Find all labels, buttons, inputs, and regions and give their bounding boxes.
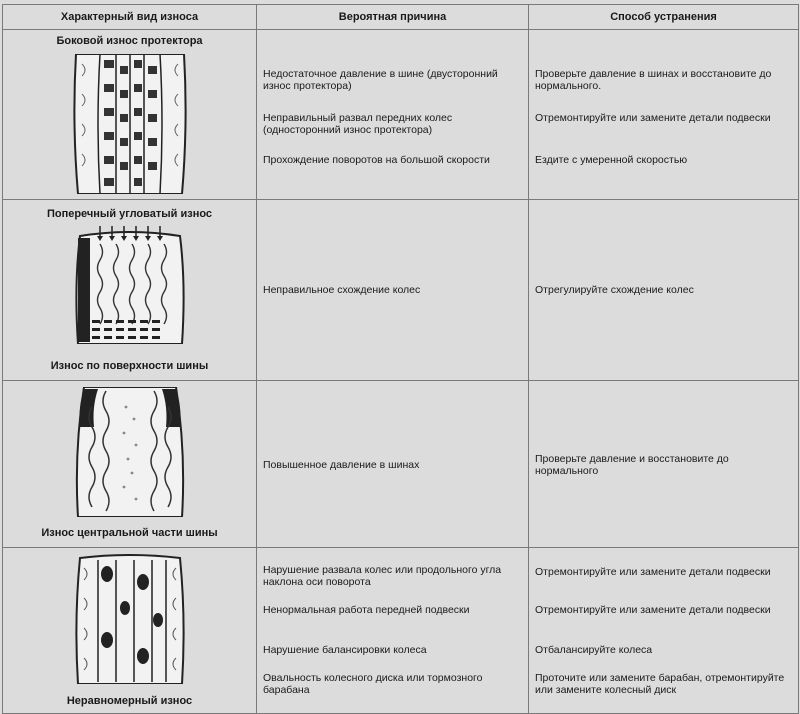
wear-title: Поперечный угловатый износ xyxy=(46,208,213,220)
tire-uneven-wear-illustration xyxy=(74,554,185,684)
header-cause: Вероятная причина xyxy=(256,4,529,30)
cause-item: Повышенное давление в шинах xyxy=(263,459,420,471)
tire-center-wear-illustration xyxy=(75,387,184,517)
table-row: Неравномерный износ Нарушение развала ко… xyxy=(2,547,799,714)
tire-toe-wear-illustration xyxy=(74,226,185,344)
header-wear-type: Характерный вид износа xyxy=(2,4,257,30)
cause-item: Ненормальная работа передней подвески xyxy=(263,604,470,616)
wear-title: Неравномерный износ xyxy=(66,695,193,707)
remedy-cell: Отрегулируйте схождение колес xyxy=(528,199,799,381)
remedy-item: Отрегулируйте схождение колес xyxy=(535,284,694,296)
remedy-item: Ездите с умеренной скоростью xyxy=(535,154,688,166)
cause-item: Овальность колесного диска или тормозног… xyxy=(263,672,483,696)
remedy-item: Проверьте давление и восстановите до нор… xyxy=(535,453,729,477)
table-header-row: Характерный вид износа Вероятная причина… xyxy=(2,4,799,30)
cause-item: Нарушение балансировки колеса xyxy=(263,644,427,656)
cause-cell: Недостаточное давление в шине (двусторон… xyxy=(256,29,529,200)
table-row: Боковой износ протектора xyxy=(2,29,799,200)
tire-side-wear-illustration xyxy=(72,54,187,194)
cause-item: Неправильное схождение колес xyxy=(263,284,421,296)
cause-item: Прохождение поворотов на большой скорост… xyxy=(263,154,490,166)
table-row: Износ центральной части шины Повышенное … xyxy=(2,380,799,548)
wear-type-cell: Неравномерный износ xyxy=(2,547,257,714)
cause-cell: Нарушение развала колес или продольного … xyxy=(256,547,529,714)
wear-type-cell: Поперечный угловатый износ xyxy=(2,199,257,381)
remedy-cell: Проверьте давление и восстановите до нор… xyxy=(528,380,799,548)
remedy-item: Проточите или замените барабан, отремонт… xyxy=(535,672,785,696)
wear-title: Износ центральной части шины xyxy=(41,527,218,539)
remedy-item: Отремонтируйте или замените детали подве… xyxy=(535,604,771,616)
remedy-cell: Проверьте давление в шинах и восстановит… xyxy=(528,29,799,200)
cause-item: Недостаточное давление в шине (двусторон… xyxy=(263,68,498,92)
remedy-item: Отремонтируйте или замените детали подве… xyxy=(535,566,771,578)
wear-title: Износ по поверхности шины xyxy=(50,360,209,372)
remedy-item: Отремонтируйте или замените детали подве… xyxy=(535,112,771,124)
cause-cell: Неправильное схождение колес xyxy=(256,199,529,381)
cause-item: Неправильный развал передних колес (одно… xyxy=(263,112,453,136)
remedy-item: Проверьте давление в шинах и восстановит… xyxy=(535,68,772,92)
remedy-item: Отбалансируйте колеса xyxy=(535,644,653,656)
wear-type-cell: Боковой износ протектора xyxy=(2,29,257,200)
wear-type-cell: Износ центральной части шины xyxy=(2,380,257,548)
table-row: Поперечный угловатый износ xyxy=(2,199,799,381)
cause-item: Нарушение развала колес или продольного … xyxy=(263,564,502,588)
remedy-cell: Отремонтируйте или замените детали подве… xyxy=(528,547,799,714)
wear-title: Боковой износ протектора xyxy=(56,35,203,47)
tire-wear-table: Характерный вид износа Вероятная причина… xyxy=(2,4,799,714)
cause-cell: Повышенное давление в шинах xyxy=(256,380,529,548)
header-remedy: Способ устранения xyxy=(528,4,799,30)
